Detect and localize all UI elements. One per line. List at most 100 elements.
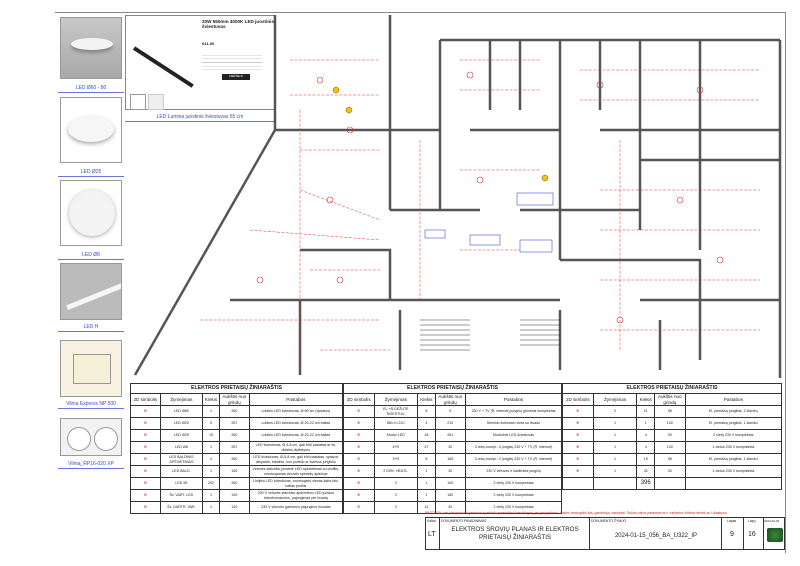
notes-cell: 230 V virtuvės ir kaitlentės jungčių [465,465,562,478]
notes-cell: Sieninio šviestuvo vieta su išvadu [465,417,562,430]
symbol-icon: ⊕ [130,477,161,490]
schedule-table-2: ELEKTROS PRIETAISŲ ŽINIARAŠTIS 2D simbol… [343,383,562,514]
symbol-icon: ⊕ [130,417,161,430]
quantity-cell: 11 [417,501,436,514]
height-cell: 267 [219,417,250,430]
symbol-icon: ⊕ [343,489,375,502]
column-header: 2D simbolis [130,393,161,406]
height-cell: 30 [653,465,686,478]
column-header: Aukštis nuo grindų [653,393,686,406]
quantity-cell: 6 [417,405,436,418]
symbol-icon: ⊕ [130,441,161,454]
notes-cell: 1 vietos 230 V komplektas [684,465,783,478]
designation-cell: LED BALDINIS APŠVIETIMAS [159,453,204,466]
notes-cell: 2 vietų 230 V komplektas [465,477,562,490]
height-cell: 100 [434,477,467,490]
column-header: Aukštis nuo grindų [219,393,250,406]
quantity-cell: 18 [417,429,436,442]
symbol-icon: ⊕ [343,405,375,418]
notes-cell: Linijinis LED šviestuvas, montuojami vie… [248,477,344,490]
designation-cell: Šv. GARTR. VAR. [159,501,204,514]
drawing-frame [55,12,786,553]
product-caption: Vilma Express NP 500 [58,401,124,409]
notes-cell: 3 vietų kompl.: 2 jungčių 230 V + TV (R,… [465,453,562,466]
designation-cell: 1 [592,417,638,430]
designation-cell: LED Ø25 [159,429,204,442]
product-image-wall-switch [60,340,122,397]
add-to-cart-button[interactable]: KREPŠELIS [222,74,250,80]
product-caption: LED Ø25 [58,169,124,177]
notes-cell: El. prietaisų jungiklis, 2 klavišų [684,405,783,418]
product-card: 20W 550mm 4000K LED juostinis šviestuvas… [125,15,275,110]
product-caption: LED H [58,324,124,332]
column-header: Kiekis [417,393,436,406]
product-image-round-downlight [60,180,122,246]
quantity-cell: 1 [417,477,436,490]
height-cell: 30 [653,429,686,442]
height-cell: 98 [653,405,686,418]
column-header: Žymėjimas [592,393,638,406]
quantity-cell: 15 [202,429,221,442]
height-cell: 180 [434,489,467,502]
notes-cell: 2 vietų 230 V komplektas [684,429,783,442]
quantity-cell: 4 [202,453,221,466]
designation-cell: 3+R [373,453,419,466]
designation-cell: EL.+R.DĖŽUTĖ ŠVIESTUV. [373,405,419,418]
symbol-icon: ⊕ [343,453,375,466]
notes-cell: LED šviestuvas, Ø-5-8 cm, gali būti past… [248,441,344,454]
quantity-cell: 1 [202,465,221,478]
quantity-cell: 15 [636,453,655,466]
column-header: 2D simbolis [562,393,594,406]
column-header: Pastabos [684,393,783,406]
designation-cell: 1 [592,465,638,478]
symbol-icon: ⊕ [343,441,375,454]
height-cell: 260 [219,477,250,490]
notes-cell: Lubinis LED šviestuvas, Ø-20-22 cm balta… [248,417,344,430]
schedule-title: ELEKTROS PRIETAISŲ ŽINIARAŠTIS [130,383,343,393]
notes-cell: 2 vietų 230 V komplektas [465,489,562,502]
light-fixtures [256,71,724,324]
column-header: Kiekis [202,393,221,406]
empty-cell [653,477,686,490]
column-header: Žymėjimas [373,393,419,406]
quantity-cell: 6 [417,453,436,466]
notes-cell: Lubinis LED šviestuvas, Ø-20-22 cm balta… [248,429,344,442]
designation-cell: LED Ø20 [159,417,204,430]
column-header: Aukštis nuo grindų [434,393,467,406]
date: 2024-02-02 [764,519,780,523]
symbol-icon: ⊕ [343,429,375,442]
height-cell: 150 [219,465,250,478]
symbol-icon: ⊕ [130,405,161,418]
designation-cell: Blfo h=210 [373,417,419,430]
notes-cell: 230 V virtuvės stalviršio apšvietimo LED… [248,489,344,502]
notes-cell: 2 vietų 230 V komplektas [465,501,562,514]
quantity-cell: 5 [202,417,221,430]
product-caption: Vilma_RP16-020 XP [58,461,124,469]
sheets-total: 16 [748,531,756,538]
language-label: Kalba [427,519,436,523]
height-cell: 0 [434,405,467,418]
schedule-title: ELEKTROS PRIETAISŲ ŽINIARAŠTIS [343,383,562,393]
schedule-table-3: ELEKTROS PRIETAISŲ ŽINIARAŠTIS 2D simbol… [562,383,783,490]
designation-cell: 1 [592,429,638,442]
product-card-caption: LED Lumina juostinis šviestuvas 55 cm [125,114,275,122]
notes-cell: El. prietaisų jungiklis, 1 klavišo [684,453,783,466]
designation-cell: LED Ø8 [159,441,204,454]
designation-cell: Šv. VART. LED [159,489,204,502]
column-header: Kiekis [636,393,655,406]
product-title: 20W 550mm 4000K LED juostinis šviestuvas [202,19,274,30]
annotations [424,192,554,253]
